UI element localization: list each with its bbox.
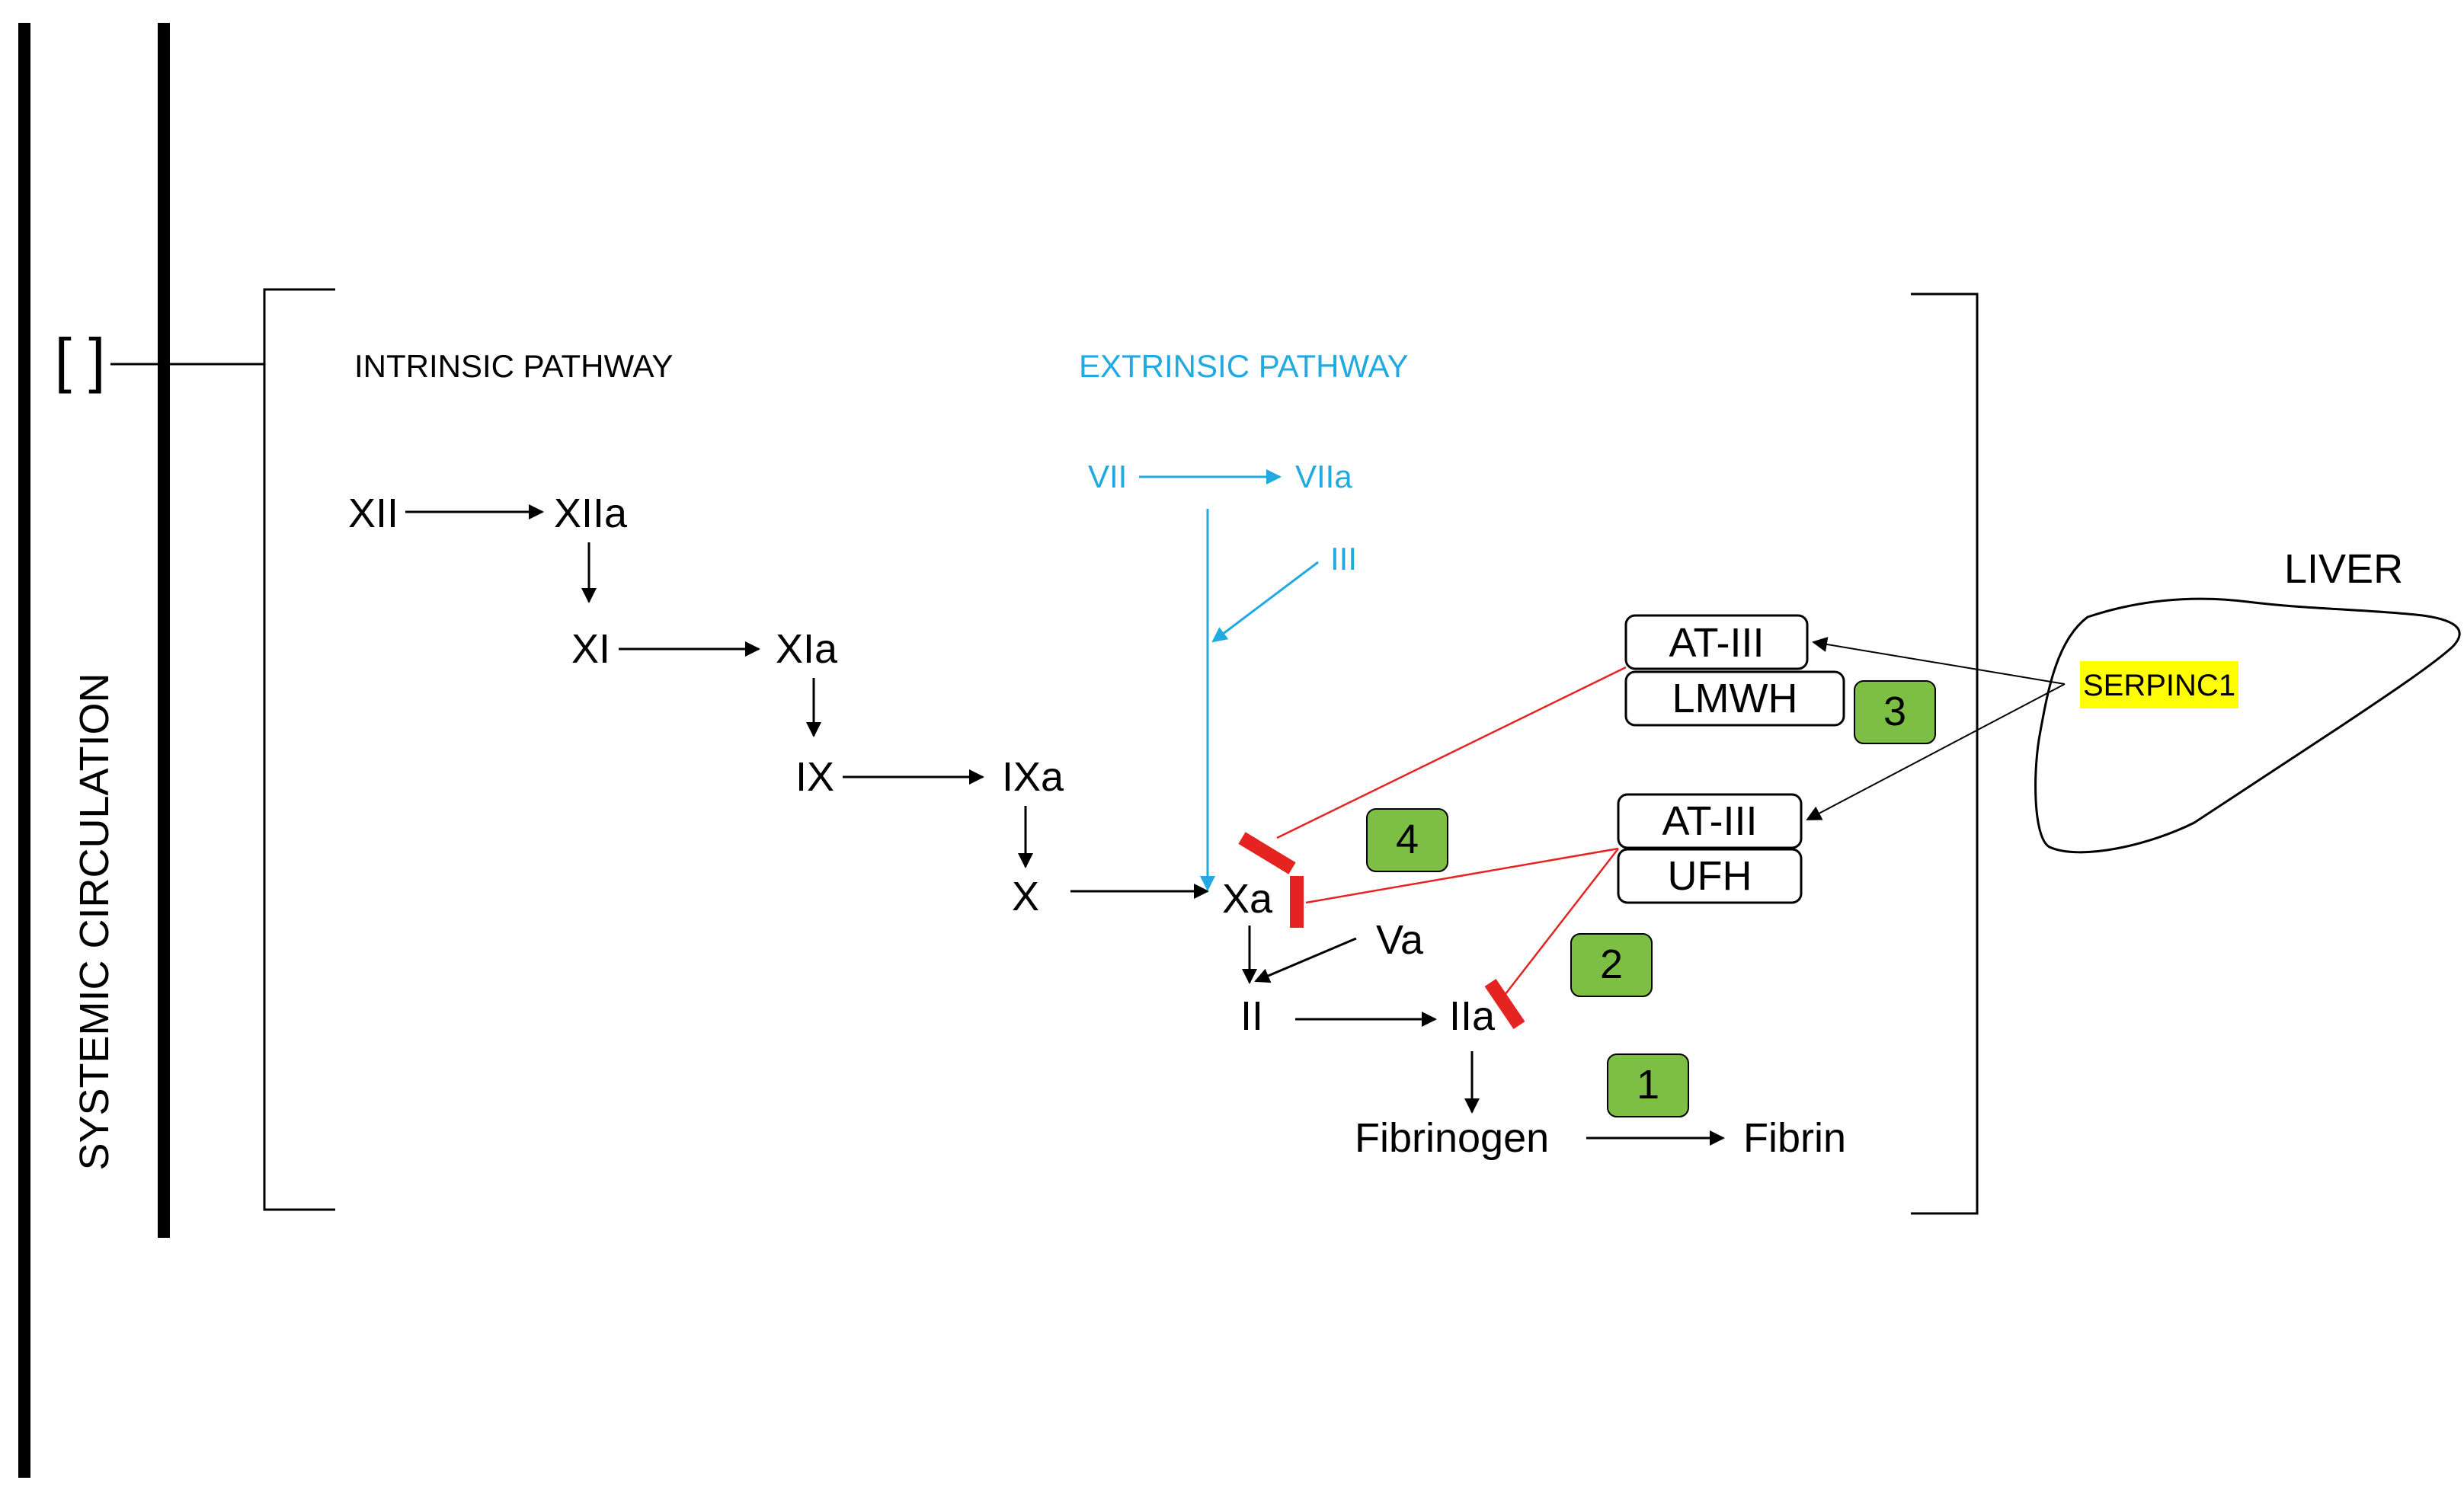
factor-vii: VII (1088, 459, 1127, 494)
extrinsic-pathway-title: EXTRINSIC PATHWAY (1079, 348, 1408, 384)
inhibit-line-ufh-xa (1305, 847, 1619, 904)
fibrinogen-label: Fibrinogen (1355, 1115, 1549, 1161)
badge-1-box (1607, 1053, 1689, 1117)
systemic-circulation-label: SYSTEMIC CIRCULATION (72, 673, 117, 1170)
badge-4-label: 4 (1396, 817, 1419, 862)
serpinc1-highlight (2080, 661, 2238, 708)
intrinsic-pathway-title: INTRINSIC PATHWAY (354, 348, 673, 384)
serpinc1-label: SERPINC1 (2083, 669, 2235, 702)
inhibit-line-lmwh-xa (1276, 666, 1627, 839)
factor-xi: XI (571, 626, 610, 672)
badge-1-label: 1 (1637, 1062, 1659, 1108)
factor-va: Va (1376, 917, 1424, 963)
arrow-serpinc1-at-iii-bottom (1806, 683, 2066, 820)
inhibit-bar-iia (1484, 978, 1525, 1030)
arrow-va-ii (1254, 937, 1357, 983)
factor-xiia: XIIa (554, 491, 628, 536)
at-iii-bottom-box (1617, 793, 1803, 849)
factor-ix: IX (795, 754, 834, 800)
factor-xii: XII (348, 491, 398, 536)
fibrin-label: Fibrin (1743, 1115, 1846, 1161)
arrow-serpinc1-at-iii-top (1812, 637, 2066, 685)
left-bracket (263, 288, 335, 1211)
liver-outline (2034, 597, 2461, 854)
badge-3-box (1854, 680, 1936, 744)
ufh-box (1617, 848, 1803, 904)
lmwh-label: LMWH (1672, 676, 1798, 721)
right-bracket (1911, 293, 1979, 1215)
lmwh-box (1624, 670, 1845, 727)
arrow-iii-pathway (1211, 561, 1319, 643)
inhibit-line-ufh-iia (1502, 848, 1619, 999)
factor-viia: VIIa (1295, 459, 1352, 494)
factor-xa: Xa (1222, 876, 1273, 922)
at-iii-bottom-label: AT-III (1662, 798, 1757, 844)
badge-4-box (1366, 808, 1448, 872)
badge-2-label: 2 (1600, 942, 1623, 987)
bracket-symbol: [ ] (55, 326, 106, 394)
factor-x: X (1012, 874, 1039, 919)
factor-xia: XIa (776, 626, 838, 672)
systemic-bar-inner (158, 23, 170, 1238)
factor-ixa: IXa (1002, 754, 1064, 800)
at-iii-top-label: AT-III (1669, 620, 1764, 666)
systemic-bar-outer (18, 23, 30, 1478)
badge-2-box (1570, 933, 1653, 997)
factor-ii: II (1240, 993, 1263, 1039)
inhibit-bar-xa-top (1238, 832, 1296, 874)
factor-iii: III (1330, 541, 1357, 577)
liver-label: LIVER (2284, 546, 2403, 592)
at-iii-top-box (1624, 614, 1809, 670)
badge-3-label: 3 (1883, 689, 1906, 734)
ufh-label: UFH (1668, 853, 1752, 899)
factor-iia: IIa (1449, 993, 1496, 1039)
